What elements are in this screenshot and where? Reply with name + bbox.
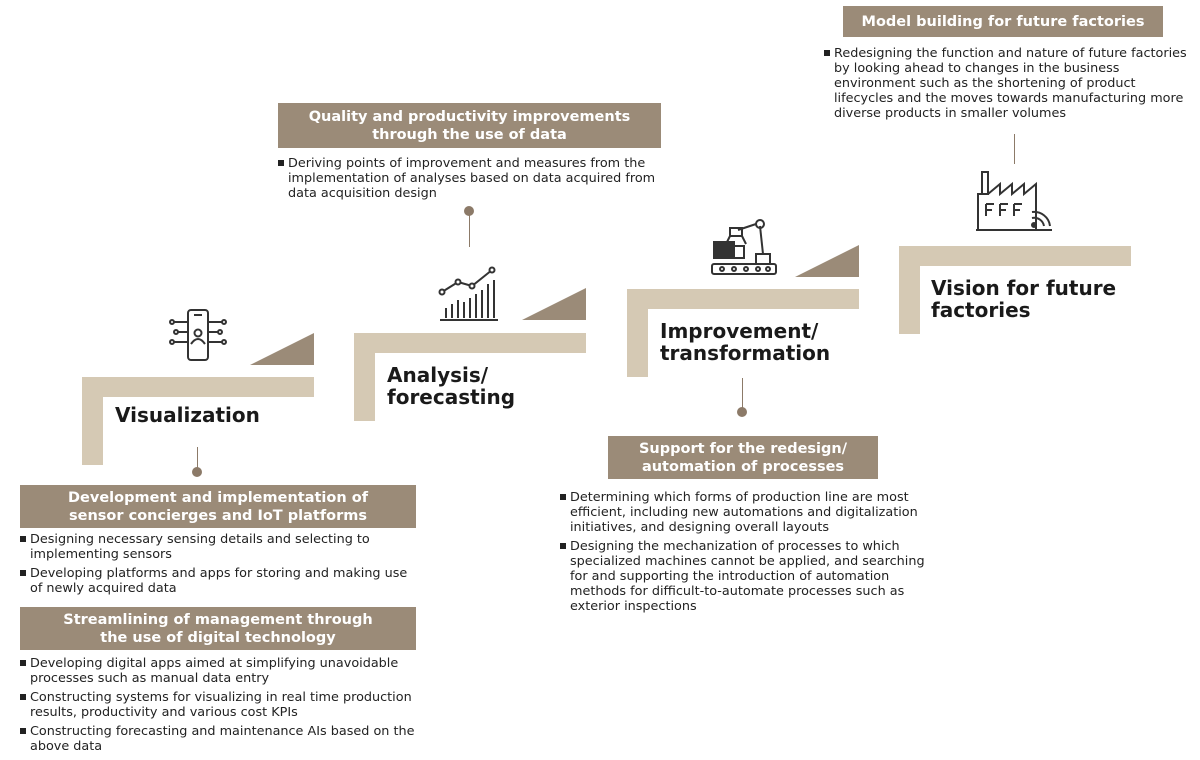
bullet-item: Constructing forecasting and maintenance… bbox=[20, 724, 420, 754]
section-header: Development and implementation of sensor… bbox=[20, 485, 416, 528]
bullet-list: Designing necessary sensing details and … bbox=[20, 532, 420, 600]
step-bar-top bbox=[627, 289, 859, 309]
bullet-item: Constructing systems for visualizing in … bbox=[20, 690, 420, 720]
step-title: Visualization bbox=[115, 403, 260, 427]
step-bar-side bbox=[627, 289, 648, 377]
connector-dot bbox=[737, 407, 747, 417]
robot-arm-icon bbox=[711, 219, 777, 275]
step-bar-top bbox=[354, 333, 586, 353]
bullet-item: Designing necessary sensing details and … bbox=[20, 532, 420, 562]
connector-line bbox=[197, 447, 198, 471]
step-bar-side bbox=[82, 377, 103, 465]
step-title: Analysis/ forecasting bbox=[387, 364, 527, 408]
bullet-item: Determining which forms of production li… bbox=[560, 490, 930, 535]
step-triangle bbox=[795, 245, 859, 277]
step-title: Improvement/ transformation bbox=[660, 320, 840, 364]
step-title: Vision for future factories bbox=[931, 277, 1121, 321]
bullet-item: Developing platforms and apps for storin… bbox=[20, 566, 420, 596]
bullet-list: Deriving points of improvement and measu… bbox=[278, 156, 668, 205]
connector-line bbox=[742, 378, 743, 408]
bullet-item: Deriving points of improvement and measu… bbox=[278, 156, 668, 201]
step-title-text: Improvement/ transformation bbox=[660, 319, 831, 365]
step-bar-top bbox=[899, 246, 1131, 266]
smart-factory-icon bbox=[976, 171, 1052, 231]
section-header: Model building for future factories bbox=[843, 6, 1163, 37]
step-title-text: Vision for future factories bbox=[931, 276, 1117, 322]
section-header: Streamlining of management through the u… bbox=[20, 607, 416, 650]
bullet-item: Designing the mechanization of processes… bbox=[560, 539, 930, 614]
step-bar-side bbox=[899, 246, 920, 334]
connector-dot bbox=[464, 206, 474, 216]
bullet-list: Determining which forms of production li… bbox=[560, 490, 930, 618]
bullet-list: Developing digital apps aimed at simplif… bbox=[20, 656, 420, 758]
step-title-text: Analysis/ forecasting bbox=[387, 363, 516, 409]
connector-line bbox=[1014, 134, 1015, 164]
rising-bar-chart-icon bbox=[438, 266, 498, 321]
bullet-list: Redesigning the function and nature of f… bbox=[824, 46, 1194, 125]
smartphone-network-icon bbox=[169, 309, 227, 361]
step-bar-top bbox=[82, 377, 314, 397]
step-bar-side bbox=[354, 333, 375, 421]
section-header: Support for the redesign/ automation of … bbox=[608, 436, 878, 479]
connector-dot bbox=[192, 467, 202, 477]
section-header: Quality and productivity improvements th… bbox=[278, 103, 661, 148]
bullet-item: Redesigning the function and nature of f… bbox=[824, 46, 1194, 121]
bullet-item: Developing digital apps aimed at simplif… bbox=[20, 656, 420, 686]
connector-line bbox=[469, 214, 470, 247]
step-triangle bbox=[250, 333, 314, 365]
step-triangle bbox=[522, 288, 586, 320]
